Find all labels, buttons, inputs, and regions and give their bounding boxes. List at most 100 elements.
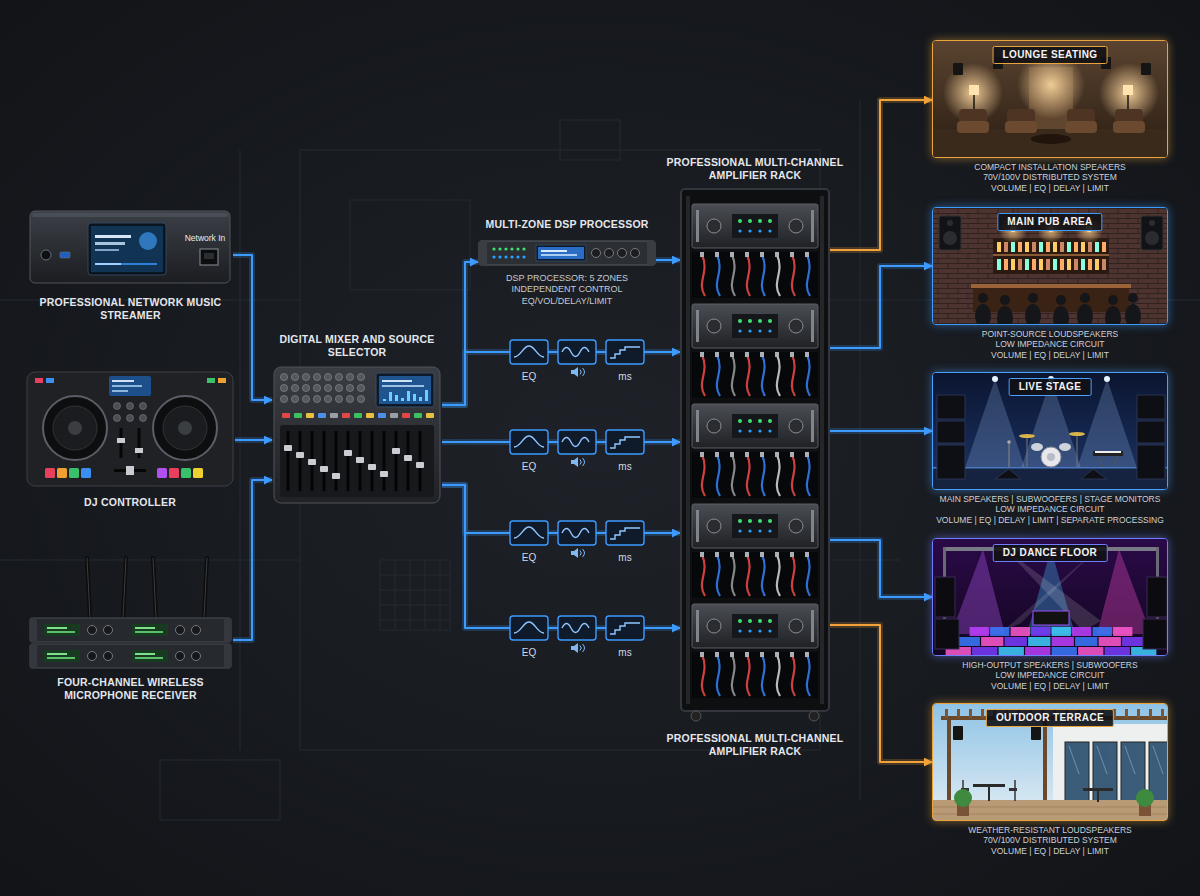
connector-line: [235, 439, 272, 441]
illustration-rect: [95, 242, 125, 245]
illustration-path: [792, 255, 795, 296]
illustration-rect: [760, 252, 764, 257]
illustration-rect: [401, 398, 404, 401]
illustration-circle: [809, 711, 819, 721]
illustration-circle: [163, 406, 207, 450]
illustration-line: [1077, 435, 1078, 467]
illustration-rect: [378, 413, 386, 418]
illustration-path: [762, 455, 765, 496]
device-label: DJ CONTROLLER: [25, 496, 235, 509]
illustration-rect: [1074, 259, 1078, 270]
illustration-rect: [30, 644, 231, 668]
signal-connector: [830, 266, 932, 348]
zone-detail: POINT-SOURCE LOUDSPEAKERS: [918, 329, 1182, 339]
illustration-rect: [957, 121, 989, 133]
illustration-rect: [999, 647, 1024, 656]
illustration-rect: [318, 413, 326, 418]
illustration-circle: [707, 419, 721, 433]
zone-detail: VOLUME | EQ | DELAY | LIMIT: [918, 350, 1182, 360]
illustration-rect: [937, 445, 965, 479]
illustration-rect: [379, 376, 431, 404]
illustration-rect: [1031, 726, 1041, 740]
illustration-rect: [959, 109, 987, 123]
illustration-rect: [1025, 242, 1029, 252]
illustration-rect: [112, 380, 134, 382]
illustration-rect: [1095, 451, 1121, 453]
connector-glow: [235, 437, 272, 443]
illustration-rect: [700, 452, 704, 457]
illustration-rect: [1052, 627, 1071, 636]
illustration-rect: [805, 352, 809, 357]
illustration-rect: [135, 627, 155, 629]
connector-line: [233, 480, 272, 640]
illustration-line: [1125, 746, 1135, 774]
zone-box: MAIN PUB AREAPOINT-SOURCE LOUDSPEAKERSLO…: [932, 207, 1168, 360]
connector-glow: [233, 255, 272, 400]
zone-detail: LOW IMPEDANCE CIRCUIT: [918, 670, 1182, 680]
illustration-rect: [132, 650, 168, 662]
illustration-rect: [135, 657, 163, 659]
illustration-rect: [1005, 637, 1027, 646]
illustration-circle: [758, 329, 761, 332]
illustration-rect: [775, 452, 779, 457]
illustration-rect: [1113, 627, 1132, 636]
illustration-rect: [296, 452, 304, 458]
zone-detail: VOLUME | EQ | DELAY | LIMIT: [918, 846, 1182, 856]
dj-controller: DJ CONTROLLER: [25, 368, 235, 509]
illustration-rect: [790, 452, 794, 457]
illustration-rect: [1067, 109, 1095, 123]
illustration-rect: [933, 539, 1168, 656]
illustration-circle: [954, 789, 972, 807]
mic-receiver: FOUR-CHANNEL WIRELESS MICROPHONE RECEIVE…: [28, 552, 233, 702]
illustration-circle: [605, 249, 614, 258]
illustration-rect: [1065, 742, 1089, 802]
illustration-rect: [479, 241, 487, 265]
illustration-line: [988, 787, 990, 801]
illustration-rect: [376, 373, 434, 407]
illustration-circle: [768, 229, 771, 232]
signal-connector: [235, 440, 272, 441]
illustration-rect: [692, 652, 818, 698]
illustration-path: [762, 655, 765, 696]
illustration-path: [792, 555, 795, 596]
illustration-rect: [541, 254, 577, 256]
illustration-rect: [1065, 121, 1097, 133]
illustration-rect: [969, 85, 979, 95]
illustration-rect: [419, 397, 422, 401]
illustration-circle: [748, 629, 751, 632]
illustration-circle: [738, 619, 742, 623]
illustration-g: [0, 100, 1200, 820]
illustration-rect: [45, 468, 55, 478]
zone-detail: VOLUME | EQ | DELAY | LIMIT: [918, 183, 1182, 193]
illustration-rect: [647, 241, 655, 265]
illustration-circle: [492, 248, 495, 251]
illustration-rect: [88, 223, 166, 275]
illustration-rect: [790, 252, 794, 257]
illustration-circle: [768, 529, 771, 532]
illustration-rect: [30, 618, 37, 642]
connector-line: [233, 255, 272, 400]
illustration-circle: [114, 403, 121, 410]
illustration-circle: [978, 293, 988, 303]
illustration-rect: [320, 466, 328, 472]
zone-caption: HIGH-OUTPUT SPEAKERS | SUBWOOFERSLOW IMP…: [918, 660, 1182, 691]
illustration-circle: [114, 415, 121, 422]
illustration-circle: [768, 429, 771, 432]
illustration-rect: [715, 652, 719, 657]
illustration-rect: [95, 263, 157, 265]
illustration-circle: [738, 219, 742, 223]
zone-detail: VOLUME | EQ | DELAY | LIMIT | SEPARATE P…: [918, 515, 1182, 525]
illustration-rect: [109, 376, 151, 396]
illustration-rect: [1141, 63, 1151, 75]
illustration-rect: [1067, 259, 1071, 270]
illustration-rect: [1018, 259, 1022, 270]
illustration-circle: [153, 396, 217, 460]
illustration-rect: [1143, 619, 1167, 649]
illustration-path: [777, 355, 780, 396]
illustration-rect: [69, 468, 79, 478]
illustration-rect: [811, 610, 814, 642]
illustration-rect: [57, 468, 67, 478]
illustration-path: [717, 255, 720, 296]
illustration-path: [792, 455, 795, 496]
connector-glow: [830, 540, 932, 597]
